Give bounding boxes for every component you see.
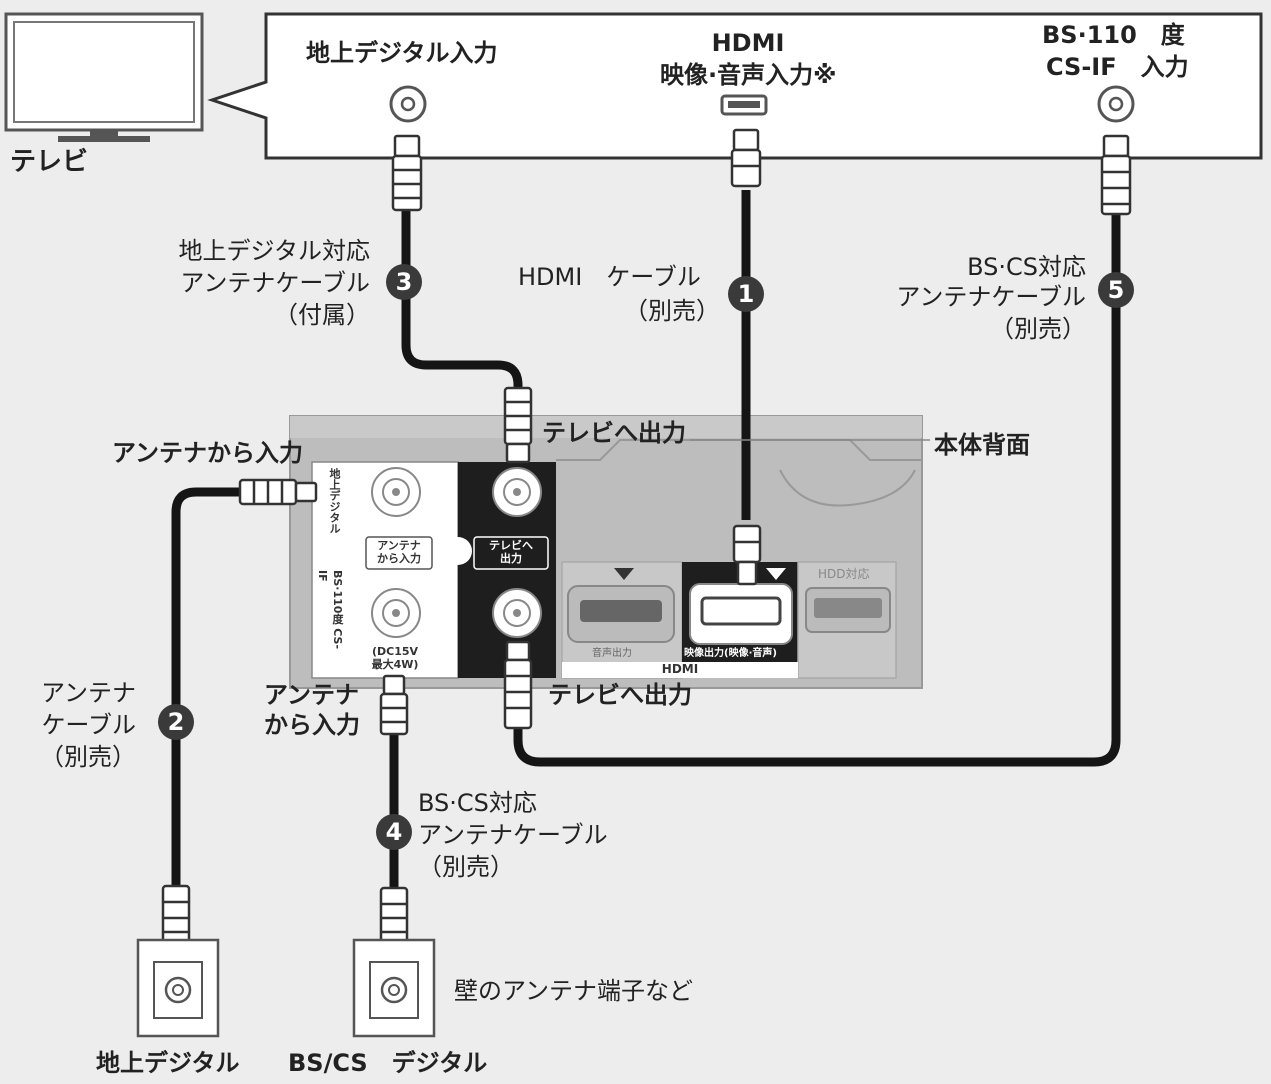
cable-2-line <box>171 487 242 885</box>
panel-hdmi-label: HDMI <box>661 662 699 676</box>
panel-video-out-label: 映像出力(映像·音声) <box>684 648 777 659</box>
wall-note-label: 壁のアンテナ端子など <box>454 977 694 1005</box>
tv-hdmi-label-line1: HDMI <box>711 29 785 57</box>
panel-antenna-in-tag-line2: から入力 <box>377 552 421 565</box>
cable-3-label-line2: アンテナケーブル <box>180 269 370 297</box>
wall-outlet-terrestrial-icon <box>136 938 220 1038</box>
cable-4-label-line2: アンテナケーブル <box>418 821 608 849</box>
wall-terrestrial-label: 地上デジタル <box>96 1049 240 1077</box>
cable-1-label-line1: HDMI ケーブル <box>518 263 701 291</box>
tv-hdmi-port-icon <box>720 94 768 116</box>
cable-1-number-badge: 1 <box>728 276 764 312</box>
unit-antenna-in-bottom-line1: アンテナ <box>264 681 360 709</box>
panel-hdd-label: HDD対応 <box>818 567 870 581</box>
tv-bs-jack-icon <box>1097 85 1135 123</box>
cable-1-label-line2: （別売） <box>624 297 720 325</box>
cable-5-line <box>513 210 1121 767</box>
panel-bs-label: BS·110度 CS-IF <box>316 570 344 650</box>
unit-antenna-in-top-label: アンテナから入力 <box>112 439 304 467</box>
tv-bs-label-line1: BS·110 度 <box>1042 21 1185 49</box>
cable-lines <box>171 190 1121 890</box>
cable-2-label-line1: アンテナ <box>40 679 136 707</box>
cable-3-label-line1: 地上デジタル対応 <box>178 237 370 265</box>
tv-icon <box>4 12 204 142</box>
cable-2-label-line3: （別売） <box>40 743 136 771</box>
unit-back-label: 本体背面 <box>934 431 1030 459</box>
recorder-back-panel <box>289 415 923 689</box>
panel-audio-out-label: 音声出力 <box>592 648 632 659</box>
cable-5-number-badge: 5 <box>1098 272 1134 308</box>
plug-2-top-icon <box>238 478 318 506</box>
tv-terrestrial-input-label: 地上デジタル入力 <box>306 39 498 67</box>
tv-bs-label-line2: CS-IF 入力 <box>1046 53 1189 81</box>
cable-3-label-line3: （付属） <box>274 301 370 329</box>
cable-3-number-badge: 3 <box>386 264 422 300</box>
plug-3-top-icon <box>391 134 423 212</box>
tv-terrestrial-jack-icon <box>389 85 427 123</box>
cable-4-label-line1: BS·CS対応 <box>418 789 537 817</box>
panel-tv-out-tag-line1: テレビへ <box>489 539 533 552</box>
plug-3-bottom-icon <box>503 386 533 464</box>
cable-5-label-line3: （別売） <box>990 315 1086 343</box>
cable-2-number-badge: 2 <box>158 704 194 740</box>
plug-5-top-icon <box>1100 134 1132 216</box>
cable-5-label-line1: BS·CS対応 <box>967 253 1086 281</box>
unit-tv-out-top-label: テレビへ出力 <box>542 419 686 447</box>
cable-4-label-line3: （別売） <box>418 853 514 881</box>
panel-tv-out-tag-line2: 出力 <box>500 552 522 565</box>
tv-hdmi-label-line2: 映像·音声入力※ <box>660 61 837 89</box>
panel-antenna-in-tag-line1: アンテナ <box>377 539 421 552</box>
panel-dc-line2: 最大4W) <box>371 658 419 671</box>
tv-label: テレビ <box>10 147 89 177</box>
unit-tv-out-bottom-label: テレビへ出力 <box>548 681 692 709</box>
wall-outlet-bscs-icon <box>352 938 436 1038</box>
panel-dc-line1: (DC15V <box>371 645 419 658</box>
plug-1-top-icon <box>730 128 762 188</box>
cable-2-label-line2: ケーブル <box>41 711 136 739</box>
plug-1-bottom-icon <box>732 524 762 586</box>
unit-antenna-in-bottom-line2: から入力 <box>264 711 360 739</box>
wall-bscs-label: BS/CS デジタル <box>288 1049 488 1077</box>
cable-plugs <box>161 128 1132 966</box>
tv-panel-callout <box>207 12 1263 160</box>
plug-5-bottom-icon <box>503 640 533 730</box>
panel-terrestrial-label: 地上デジタル <box>328 468 341 534</box>
cable-3-line <box>401 205 523 410</box>
plug-4-top-icon <box>379 674 409 736</box>
cable-4-number-badge: 4 <box>376 814 412 850</box>
cable-5-label-line2: アンテナケーブル <box>896 283 1086 311</box>
